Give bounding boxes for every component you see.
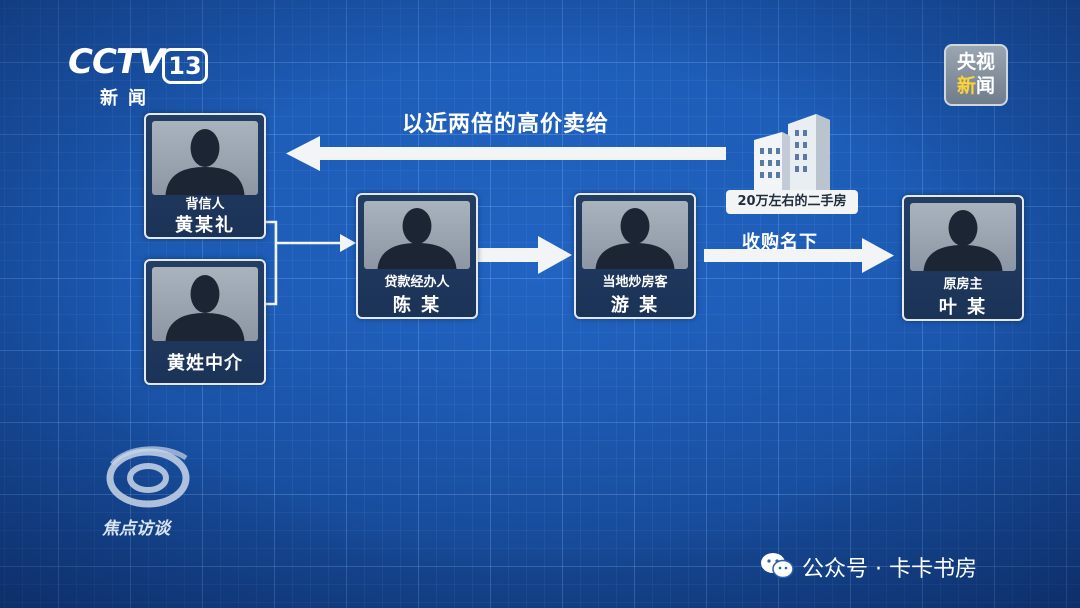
buy-arrow-label: 收购名下 [742, 232, 818, 253]
focus-logo-icon [106, 446, 190, 508]
person-photo [582, 201, 688, 269]
badge-line2: 新闻 [946, 74, 1006, 98]
program-name: 焦点访谈 [102, 519, 170, 539]
person-role: 当地炒房客 [602, 275, 668, 290]
top-arrow [286, 136, 726, 171]
person-role: 原房主 [943, 277, 983, 292]
person-silhouette-icon [165, 129, 245, 195]
arrow-you-to-ye [704, 238, 894, 273]
watermark-text: 公众号 · 卡卡书房 [802, 557, 977, 582]
person-silhouette-icon [923, 210, 1003, 271]
person-photo [364, 201, 470, 269]
person-name: 游 某 [610, 295, 660, 316]
person-silhouette-icon [165, 275, 245, 341]
person-card-huang-mouli: 背信人 黄某礼 [144, 113, 266, 239]
person-photo [910, 203, 1016, 271]
top-arrow-label: 以近两倍的高价卖给 [402, 112, 610, 137]
person-role: 背信人 [185, 197, 225, 212]
person-name: 黄某礼 [175, 215, 235, 236]
badge-xin: 新 [956, 75, 976, 97]
person-card-ye: 原房主 叶 某 [902, 195, 1024, 321]
house-label: 20万左右的二手房 [726, 190, 858, 214]
person-role: 贷款经办人 [384, 275, 450, 290]
person-silhouette-icon [595, 208, 675, 269]
person-card-huang-agent: 黄姓中介 [144, 259, 266, 385]
person-name: 黄姓中介 [167, 353, 243, 374]
news-label: 新闻 [100, 88, 156, 109]
arrow-chen-to-you [478, 236, 572, 274]
badge-wen: 闻 [976, 75, 996, 97]
person-name: 叶 某 [938, 297, 988, 318]
person-photo [152, 267, 258, 341]
merge-connector [264, 220, 342, 306]
person-silhouette-icon [377, 208, 457, 269]
cctv-news-badge: 央视 新闻 [944, 44, 1008, 106]
channel-number: 13 [162, 48, 208, 84]
focus-program-logo: 焦点访谈 [96, 444, 196, 539]
building-icon [754, 114, 830, 190]
connector-arrowhead [340, 234, 356, 252]
badge-line1: 央视 [956, 51, 995, 73]
person-name: 陈 某 [392, 295, 442, 316]
cctv-wordmark: CCTV [68, 42, 164, 82]
person-photo [152, 121, 258, 195]
person-card-you: 当地炒房客 游 某 [574, 193, 696, 319]
person-card-chen: 贷款经办人 陈 某 [356, 193, 478, 319]
wechat-icon [761, 553, 794, 579]
